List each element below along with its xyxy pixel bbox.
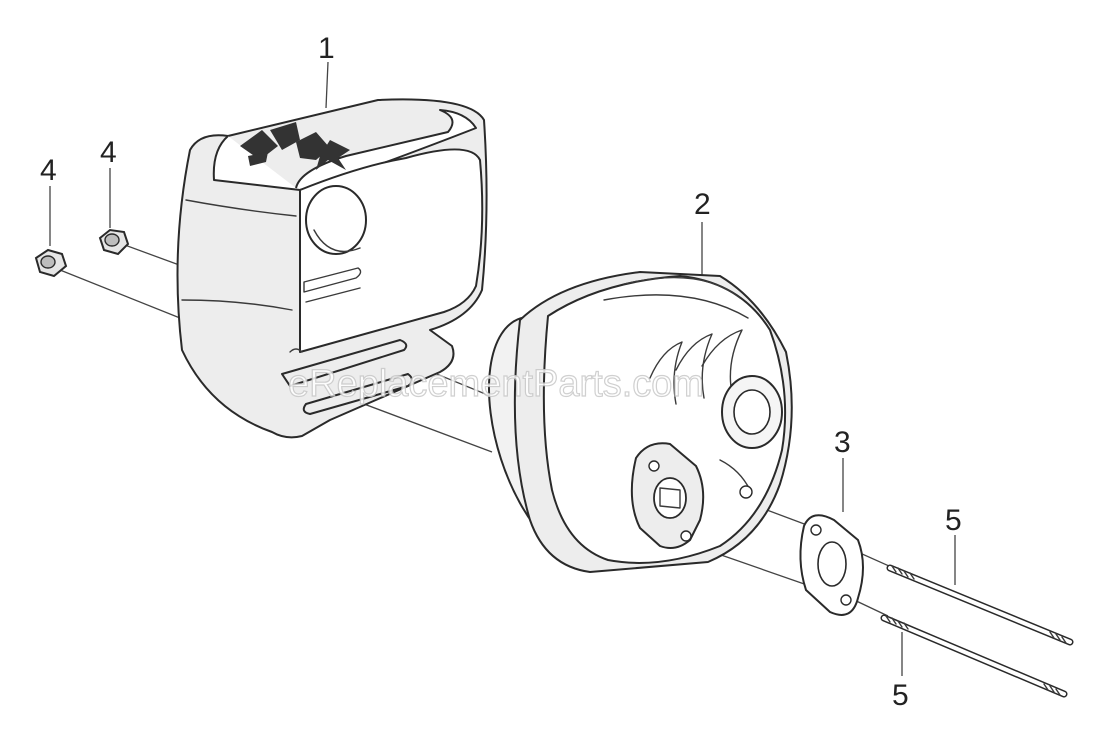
muffler — [487, 271, 793, 573]
callout-part-1: 1 — [318, 32, 335, 65]
callout-part-2: 2 — [694, 188, 711, 221]
callouts: 1 2 3 4 4 5 5 — [40, 32, 962, 712]
heat-fins — [649, 329, 743, 405]
watermark-text: eReplacementParts.com — [288, 363, 704, 405]
nut-left — [34, 248, 68, 278]
nut-right — [98, 228, 130, 256]
callout-part-5-lower: 5 — [892, 679, 909, 712]
callout-part-3: 3 — [834, 426, 851, 459]
callout-part-5-upper: 5 — [945, 504, 962, 537]
gasket — [799, 514, 864, 616]
muffler-guard — [176, 98, 488, 439]
brand-logo-mark — [240, 122, 350, 170]
stud-lower — [880, 614, 1068, 698]
callout-part-4-right: 4 — [100, 136, 117, 169]
callout-part-4-left: 4 — [40, 154, 57, 187]
stud-upper — [886, 564, 1074, 646]
